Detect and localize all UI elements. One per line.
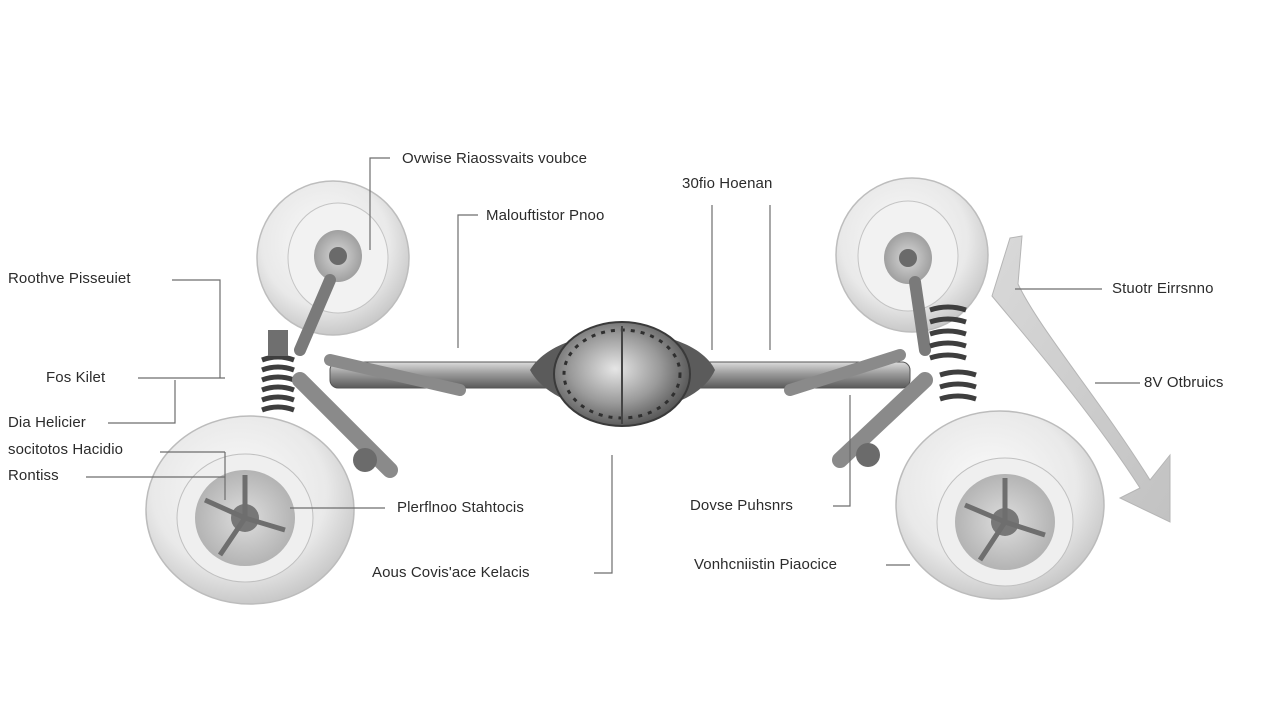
label-left-4: socitotos Hacidio	[8, 441, 124, 458]
label-bottom-left: Plerflnoo Stahtocis	[397, 499, 524, 516]
leader-lines	[86, 157, 1140, 574]
right-coil-spring	[929, 304, 977, 402]
label-left-1: Roothve Pisseuiet	[8, 270, 131, 287]
label-top-right: 30fio Hoenan	[682, 175, 773, 192]
left-coil-spring	[261, 354, 295, 413]
label-bottom-center: Aous Covis'ace Kelacis	[372, 564, 530, 581]
label-right-1: Stuotr Eirrsnno	[1112, 280, 1214, 297]
label-left-2: Fos Kilet	[46, 369, 106, 386]
lower-left-wheel	[145, 415, 355, 605]
differential-housing	[530, 321, 715, 427]
label-bottom-right-2: Vonhcniistin Piaocice	[694, 556, 838, 573]
direction-arrow	[991, 235, 1171, 523]
label-bottom-right-1: Dovse Puhsnrs	[690, 497, 794, 514]
lower-right-wheel	[895, 410, 1105, 600]
label-left-5: Rontiss	[8, 467, 59, 484]
label-right-2: 8V Otbruics	[1144, 374, 1224, 391]
label-left-3: Dia Helicier	[8, 414, 86, 431]
label-top-left-center: Ovwise Riaossvaits voubce	[402, 150, 588, 167]
upper-left-wheel	[256, 180, 410, 336]
label-top-center: Malouftistor Pnoo	[486, 207, 605, 224]
upper-right-wheel	[835, 177, 989, 333]
